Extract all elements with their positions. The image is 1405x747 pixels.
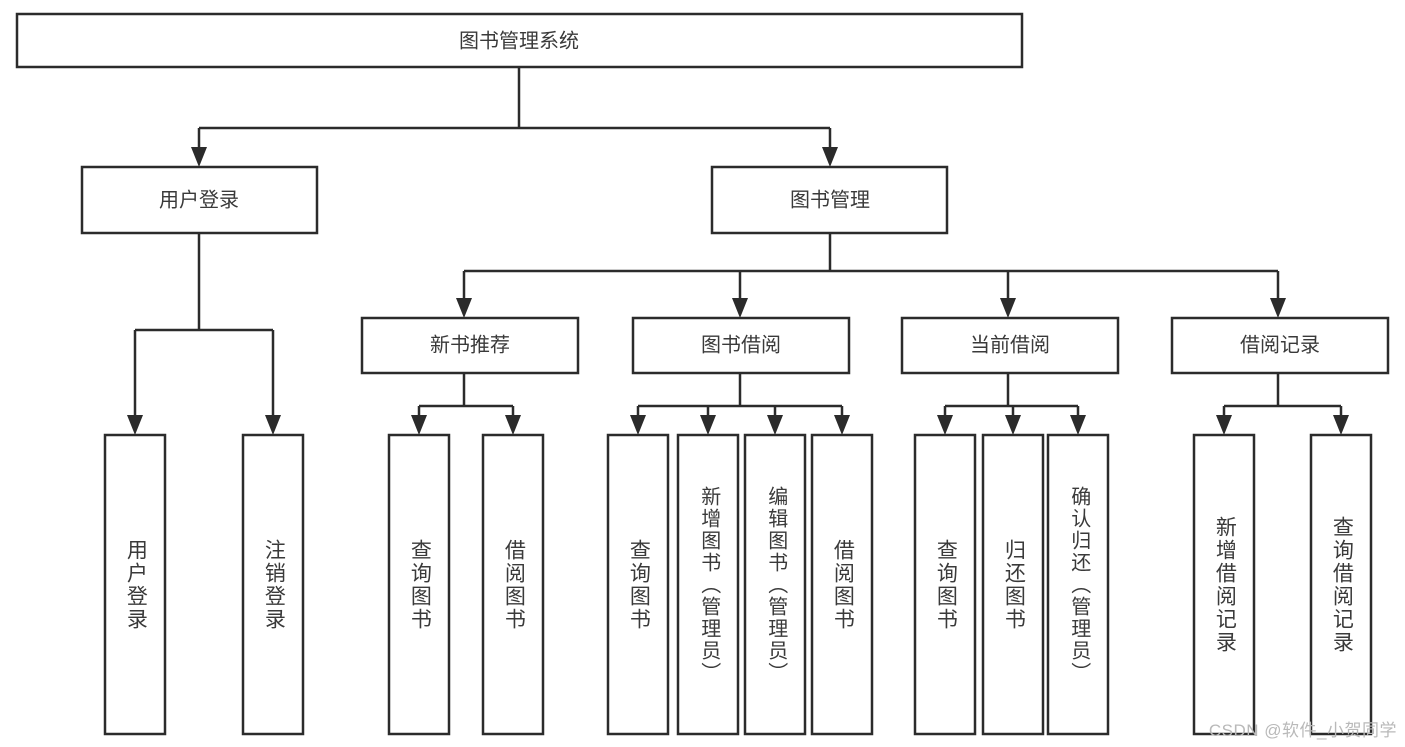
arrow-head-leaf-currentborrow-3 xyxy=(1070,415,1086,435)
leaf-box-book-borrow-1[interactable] xyxy=(606,433,670,736)
arrow-head-leaf-userlogin-2 xyxy=(265,415,281,435)
leaf-box-user-login-1[interactable] xyxy=(103,433,167,736)
arrow-head-leaf-bookborrow-4 xyxy=(834,415,850,435)
connector-userlogin-to-leaves xyxy=(127,233,281,435)
leaf-box-borrow-record-1[interactable] xyxy=(1192,433,1256,736)
node-label-current-borrow: 当前借阅 xyxy=(970,333,1050,356)
arrow-head-leaf-borrowrecord-1 xyxy=(1216,415,1232,435)
node-box-book-borrow[interactable] xyxy=(631,316,851,375)
node-label-borrow-record: 借阅记录 xyxy=(1240,333,1320,356)
arrow-head-book-manage xyxy=(822,147,838,167)
node-label-user-login: 用户登录 xyxy=(159,188,239,211)
node-box-root[interactable] xyxy=(15,12,1024,69)
node-box-current-borrow[interactable] xyxy=(900,316,1120,375)
node-label-root: 图书管理系统 xyxy=(459,29,579,52)
connector-newbook-to-leaves xyxy=(411,373,521,435)
arrow-head-leaf-bookborrow-3 xyxy=(767,415,783,435)
arrow-head-leaf-userlogin-1 xyxy=(127,415,143,435)
arrow-head-leaf-bookborrow-2 xyxy=(700,415,716,435)
node-box-new-book-recommend[interactable] xyxy=(360,316,580,375)
arrow-head-book-borrow xyxy=(732,298,748,318)
node-box-book-manage[interactable] xyxy=(710,165,949,235)
connector-bookmanage-to-level3 xyxy=(456,233,1286,318)
arrow-head-new-book xyxy=(456,298,472,318)
node-label-book-manage: 图书管理 xyxy=(790,188,870,211)
leaf-box-current-borrow-3[interactable] xyxy=(1046,433,1110,736)
arrow-head-leaf-newbook-2 xyxy=(505,415,521,435)
arrow-head-leaf-borrowrecord-2 xyxy=(1333,415,1349,435)
leaf-box-current-borrow-1[interactable] xyxy=(913,433,977,736)
arrow-head-leaf-bookborrow-1 xyxy=(630,415,646,435)
csdn-watermark: CSDN @软件_小贺同学 xyxy=(1208,721,1397,740)
leaf-box-book-borrow-4[interactable] xyxy=(810,433,874,736)
arrow-head-current-borrow xyxy=(1000,298,1016,318)
leaf-box-book-borrow-2[interactable] xyxy=(676,433,740,736)
leaf-box-new-book-1[interactable] xyxy=(387,433,451,736)
connector-borrowrecord-to-leaves xyxy=(1216,373,1349,435)
node-box-user-login[interactable] xyxy=(80,165,319,235)
leaf-box-borrow-record-2[interactable] xyxy=(1309,433,1373,736)
node-label-book-borrow: 图书借阅 xyxy=(701,333,781,356)
leaf-box-user-login-2[interactable] xyxy=(241,433,305,736)
arrow-head-user-login xyxy=(191,147,207,167)
leaf-box-book-borrow-3[interactable] xyxy=(743,433,807,736)
node-box-borrow-record[interactable] xyxy=(1170,316,1390,375)
leaf-box-new-book-2[interactable] xyxy=(481,433,545,736)
leaf-box-current-borrow-2[interactable] xyxy=(981,433,1045,736)
arrow-head-leaf-currentborrow-1 xyxy=(937,415,953,435)
connector-currentborrow-to-leaves xyxy=(937,373,1086,435)
arrow-head-borrow-record xyxy=(1270,298,1286,318)
connector-bookborrow-to-leaves xyxy=(630,373,850,435)
arrow-head-leaf-newbook-1 xyxy=(411,415,427,435)
arrow-head-leaf-currentborrow-2 xyxy=(1005,415,1021,435)
connector-root-to-level2 xyxy=(191,67,838,167)
node-label-new-book-recommend: 新书推荐 xyxy=(430,333,510,356)
